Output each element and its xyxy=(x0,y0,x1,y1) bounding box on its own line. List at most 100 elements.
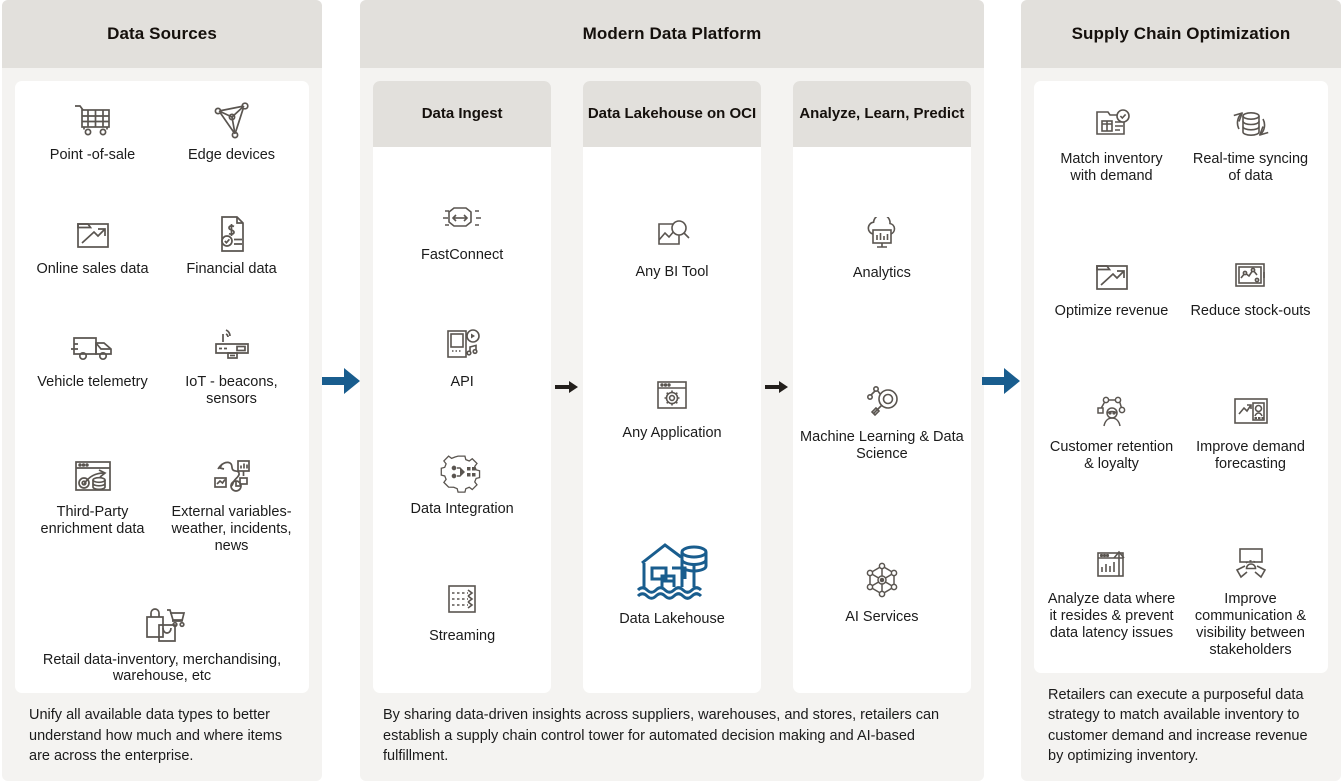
item-label: Machine Learning & Data Science xyxy=(800,428,964,462)
subcolumn-body-data-ingest: FastConnect xyxy=(373,147,551,693)
subcolumn-data-lakehouse-on-oci: Data Lakehouse on OCI xyxy=(582,81,762,694)
arrow-right-small-1 xyxy=(551,81,583,693)
item-point-of-sale[interactable]: Point -of-sale xyxy=(23,95,162,166)
caption-data-sources: Unify all available data types to better… xyxy=(29,707,283,765)
arrow-right-blue-1 xyxy=(322,364,362,398)
column-header-data-sources: Data Sources xyxy=(2,0,322,68)
item-label: Match inventory with demand xyxy=(1060,151,1163,184)
caption-modern-data-platform: By sharing data-driven insights across s… xyxy=(383,707,940,765)
column-title: Modern Data Platform xyxy=(582,24,762,43)
api-device-icon xyxy=(440,321,484,369)
subcolumn-body-data-lakehouse: Any BI Tool xyxy=(583,147,761,693)
subcolumn-analyze-learn-predict: Analyze, Learn, Predict xyxy=(792,81,971,694)
item-label: Retail data-inventory, merchandising, wa… xyxy=(42,651,282,685)
item-label: Customer retention & loyalty xyxy=(1049,439,1174,472)
forecast-person-icon xyxy=(1229,389,1273,435)
item-edge-devices[interactable]: Edge devices xyxy=(162,95,301,166)
bi-chart-magnifier-icon xyxy=(651,211,693,259)
fastconnect-icon xyxy=(440,194,484,242)
presentation-collab-icon xyxy=(1229,541,1273,587)
item-label: Data Integration xyxy=(410,500,514,517)
item-streaming[interactable]: Streaming xyxy=(429,575,495,645)
lakehouse-icon xyxy=(632,534,712,606)
delivery-van-icon xyxy=(70,324,116,370)
item-label: Reduce stock-outs xyxy=(1190,303,1311,320)
item-label: Optimize revenue xyxy=(1054,303,1169,320)
item-machine-learning-data-science[interactable]: Machine Learning & Data Science xyxy=(799,376,965,463)
subcolumn-title: Data Ingest xyxy=(421,105,503,123)
external-variables-icon xyxy=(209,454,255,500)
cloud-analytics-icon xyxy=(861,212,903,260)
item-third-party-enrichment-data[interactable]: Third-Party enrichment data xyxy=(23,452,162,556)
subcolumn-title: Analyze, Learn, Predict xyxy=(799,105,965,123)
item-label: Data Lakehouse xyxy=(619,610,725,627)
column-modern-data-platform: Modern Data Platform Data Ingest xyxy=(360,0,984,781)
subcolumn-row: Data Ingest FastConnect xyxy=(373,81,971,694)
item-optimize-revenue[interactable]: Optimize revenue xyxy=(1042,251,1181,322)
folder-trend-up-icon xyxy=(1091,253,1133,299)
streaming-arrows-icon xyxy=(442,575,482,623)
item-data-integration[interactable]: Data Integration xyxy=(411,448,514,518)
bar-chart-growth-icon xyxy=(1091,541,1133,587)
item-fastconnect[interactable]: FastConnect xyxy=(421,194,503,264)
icon-grid-data-sources: Point -of-sale Edge devices xyxy=(15,81,309,693)
item-any-application[interactable]: Any Application xyxy=(622,372,722,442)
item-label: Online sales data xyxy=(36,260,149,277)
browser-gear-icon xyxy=(652,372,692,420)
retail-bag-cart-icon xyxy=(137,602,187,648)
edge-network-icon xyxy=(211,97,253,143)
subcolumn-header-analyze-learn-predict: Analyze, Learn, Predict xyxy=(792,81,971,147)
item-external-variables[interactable]: External variables-weather, incidents, n… xyxy=(162,452,301,556)
ml-magnifier-icon xyxy=(860,376,904,424)
item-label: AI Services xyxy=(845,609,919,626)
ai-network-icon xyxy=(860,556,904,604)
line-chart-monitor-icon xyxy=(1230,253,1272,299)
item-analyze-data-where-it-resides[interactable]: Analyze data where it resides & prevent … xyxy=(1042,539,1181,660)
item-label: Any BI Tool xyxy=(635,263,709,280)
item-improve-communication-visibility[interactable]: Improve communication & visibility betwe… xyxy=(1181,539,1320,660)
icon-grid-supply-chain: Match inventory with demand xyxy=(1034,81,1328,673)
item-label: Analytics xyxy=(852,265,911,281)
subcolumn-body-analyze-learn-predict: Analytics xyxy=(793,147,971,693)
item-financial-data[interactable]: Financial data xyxy=(162,209,301,280)
arrow-right-small-2 xyxy=(761,81,793,693)
item-retail-data-inventory[interactable]: Retail data-inventory, merchandising, wa… xyxy=(23,600,301,688)
item-vehicle-telemetry[interactable]: Vehicle telemetry xyxy=(23,322,162,410)
column-header-supply-chain-optimization: Supply Chain Optimization xyxy=(1021,0,1341,68)
iot-sensor-icon xyxy=(209,324,255,370)
shopping-cart-icon xyxy=(71,97,115,143)
item-ai-services[interactable]: AI Services xyxy=(845,556,919,626)
item-label: Improve demand forecasting xyxy=(1196,439,1305,472)
item-label: Any Application xyxy=(622,425,722,442)
item-customer-retention-loyalty[interactable]: Customer retention & loyalty xyxy=(1042,387,1181,475)
item-label: FastConnect xyxy=(421,246,504,263)
item-label: Third-Party enrichment data xyxy=(40,504,145,538)
database-sync-icon xyxy=(1230,101,1272,147)
column-body-supply-chain-optimization: Match inventory with demand xyxy=(1021,68,1341,781)
item-iot-beacons-sensors[interactable]: IoT - beacons, sensors xyxy=(162,322,301,410)
item-label: Analyze data where it resides & prevent … xyxy=(1047,591,1176,642)
item-label: External variables-weather, incidents, n… xyxy=(171,504,292,555)
card-data-sources: Point -of-sale Edge devices xyxy=(15,81,309,694)
subcolumn-title: Data Lakehouse on OCI xyxy=(587,105,757,123)
column-title: Data Sources xyxy=(107,24,217,43)
column-body-modern-data-platform: Data Ingest FastConnect xyxy=(360,68,984,781)
item-api[interactable]: API xyxy=(440,321,484,391)
item-label: Point -of-sale xyxy=(49,147,136,163)
item-match-inventory-with-demand[interactable]: Match inventory with demand xyxy=(1042,99,1181,187)
item-any-bi-tool[interactable]: Any BI Tool xyxy=(635,211,709,281)
caption-supply-chain: Retailers can execute a purposeful data … xyxy=(1048,686,1308,765)
item-reduce-stock-outs[interactable]: Reduce stock-outs xyxy=(1181,251,1320,322)
item-real-time-syncing-of-data[interactable]: Real-time syncing of data xyxy=(1181,99,1320,187)
item-analytics[interactable]: Analytics xyxy=(853,212,911,282)
subcolumn-header-data-lakehouse: Data Lakehouse on OCI xyxy=(582,81,762,147)
item-label: Financial data xyxy=(186,260,277,277)
inventory-check-icon xyxy=(1090,101,1134,147)
dollar-document-icon xyxy=(213,211,251,257)
item-label: Streaming xyxy=(429,627,496,644)
item-data-lakehouse[interactable]: Data Lakehouse xyxy=(619,534,725,628)
item-improve-demand-forecasting[interactable]: Improve demand forecasting xyxy=(1181,387,1320,475)
item-online-sales-data[interactable]: Online sales data xyxy=(23,209,162,280)
column-body-data-sources: Point -of-sale Edge devices xyxy=(2,68,322,781)
